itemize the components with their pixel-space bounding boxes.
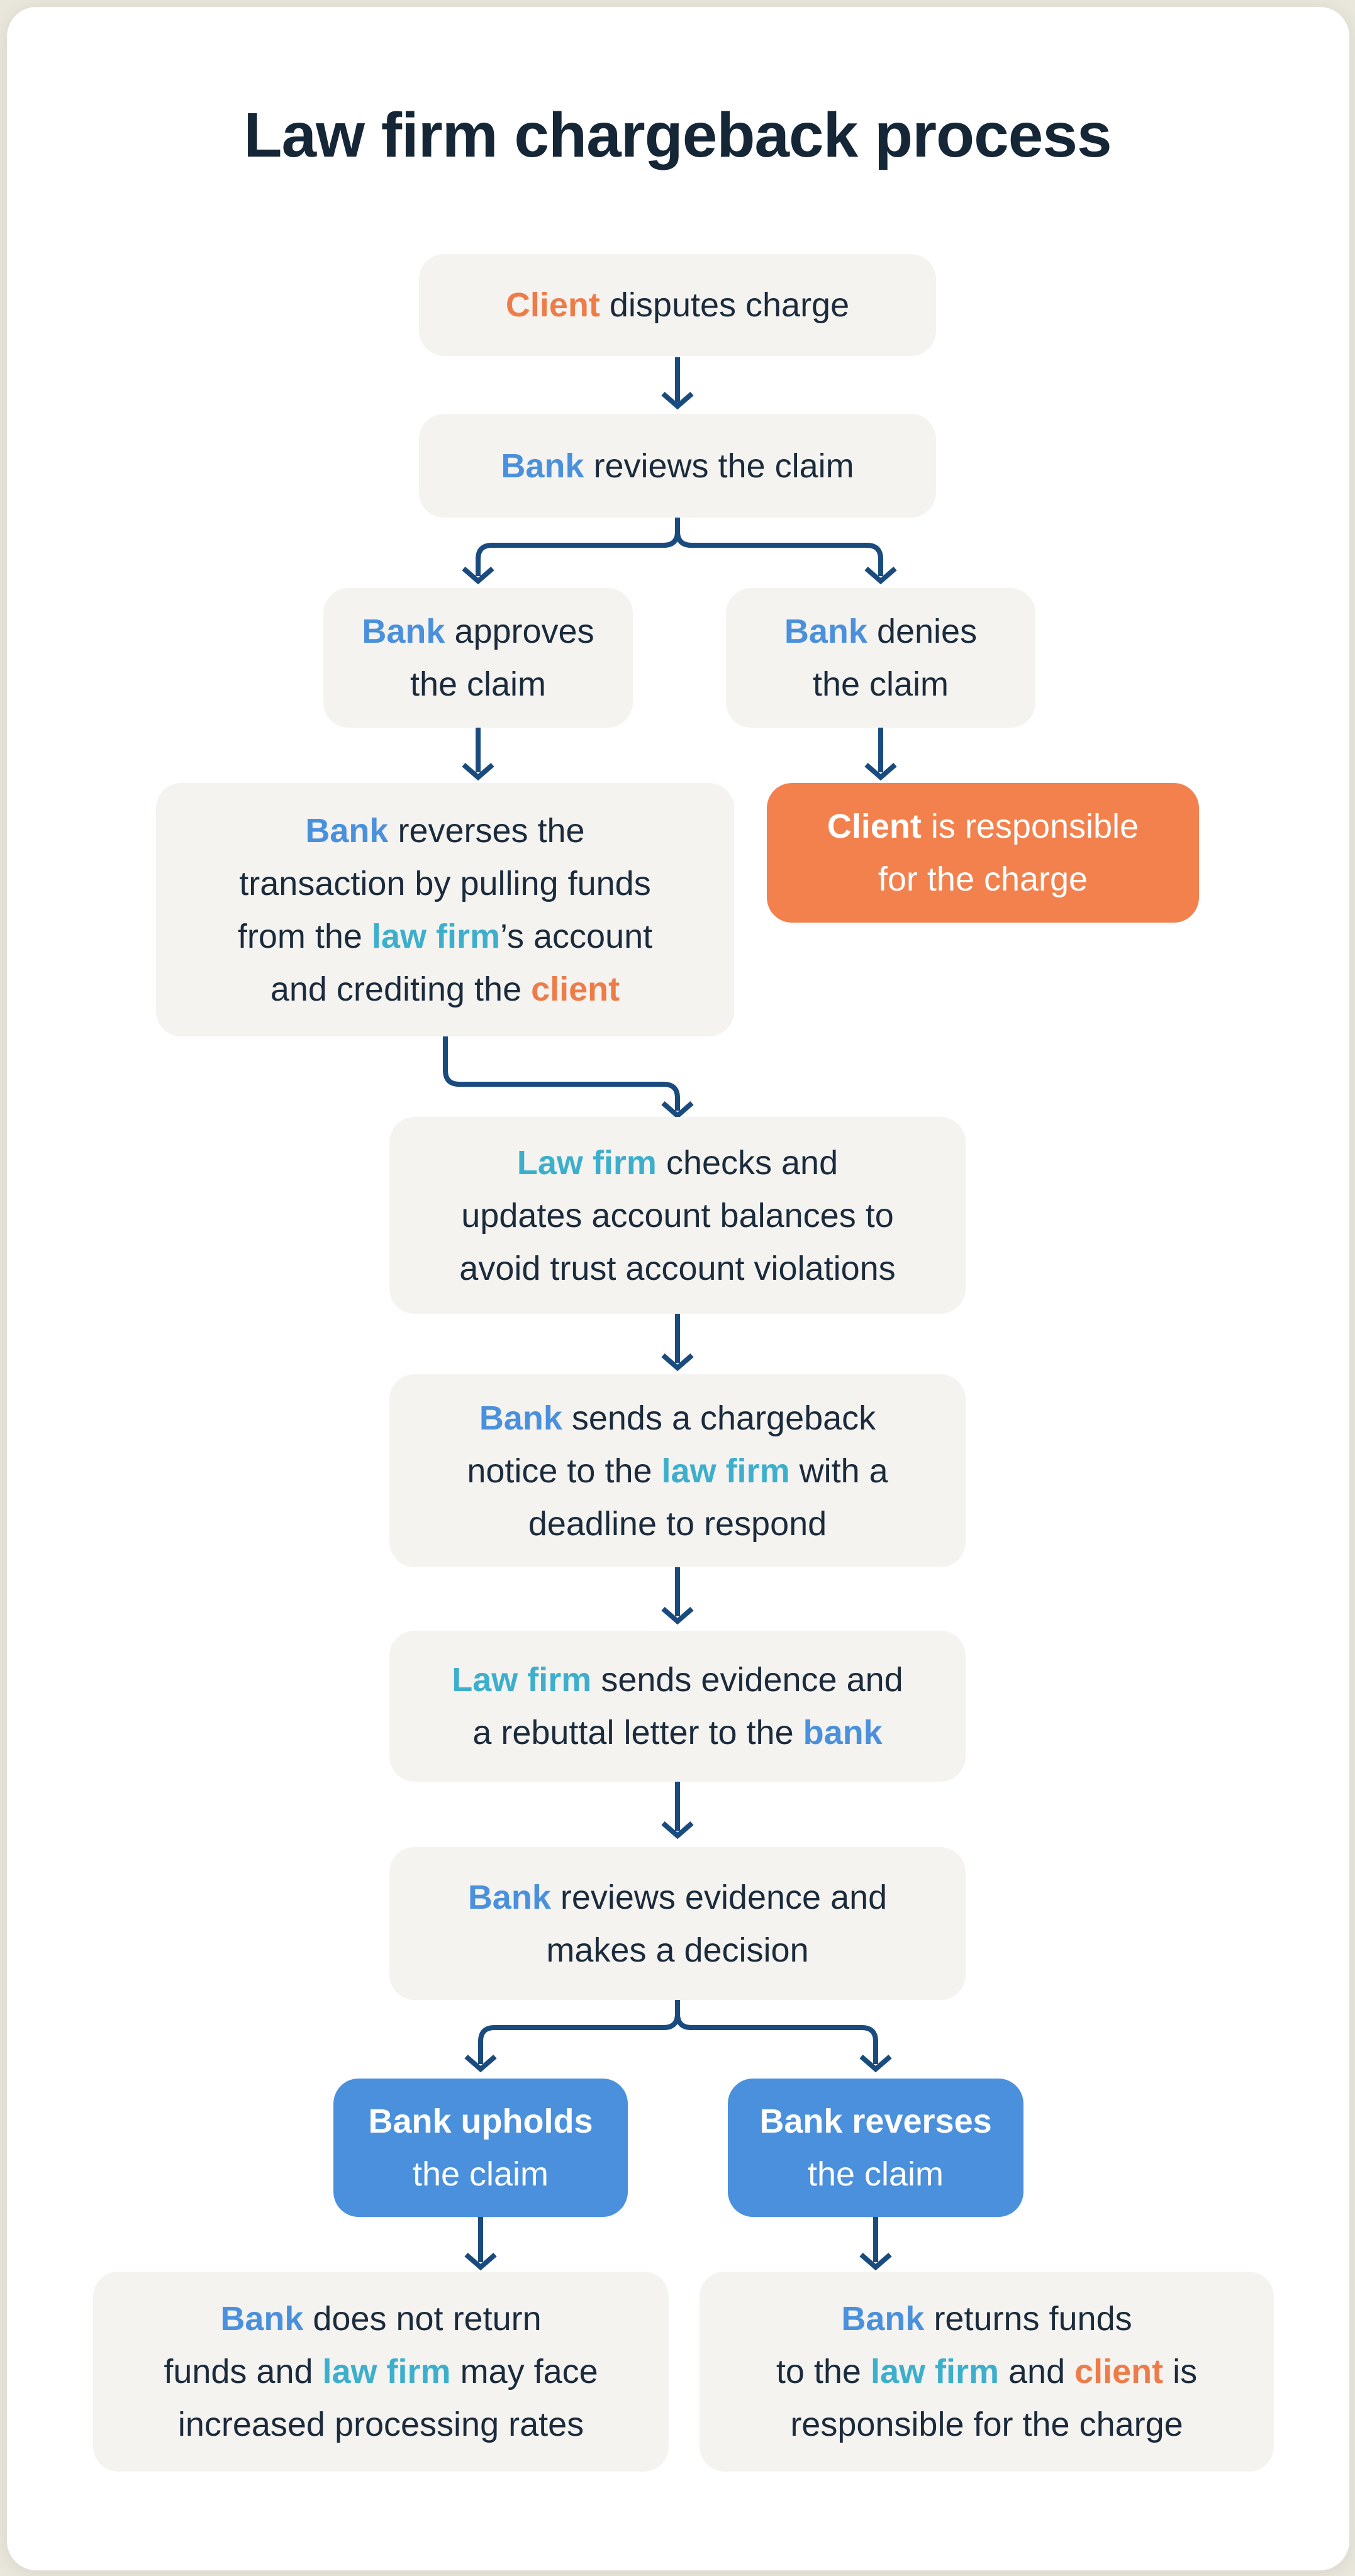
step-lawfirm-sends-evidence: Law firm sends evidence and a rebuttal l… [389, 1631, 966, 1782]
step-bank-sends-notice: Bank sends a chargeback notice to the la… [389, 1374, 966, 1567]
step-bank-reverses-transaction: Bank reverses the transaction by pulling… [156, 783, 734, 1036]
step-lawfirm-checks-balances: Law firm checks and updates account bala… [389, 1117, 966, 1314]
step-bank-reviews-evidence: Bank reviews evidence and makes a decisi… [389, 1847, 966, 2000]
step-bank-approves-claim: Bank approves the claim [323, 588, 633, 728]
outcome-bank-reverses-claim: Bank reverses the claim [728, 2079, 1023, 2217]
step-bank-reviews-claim: Bank reviews the claim [419, 414, 936, 518]
result-bank-returns-funds: Bank returns funds to the law firm and c… [700, 2272, 1274, 2472]
result-bank-keeps-funds: Bank does not return funds and law firm … [93, 2272, 669, 2472]
outcome-client-responsible: Client is responsible for the charge [767, 783, 1199, 923]
step-bank-denies-claim: Bank denies the claim [726, 588, 1035, 728]
page-title: Law firm chargeback process [243, 100, 1112, 170]
outcome-bank-upholds-claim: Bank upholds the claim [333, 2079, 628, 2217]
step-client-disputes-charge: Client disputes charge [419, 254, 936, 356]
